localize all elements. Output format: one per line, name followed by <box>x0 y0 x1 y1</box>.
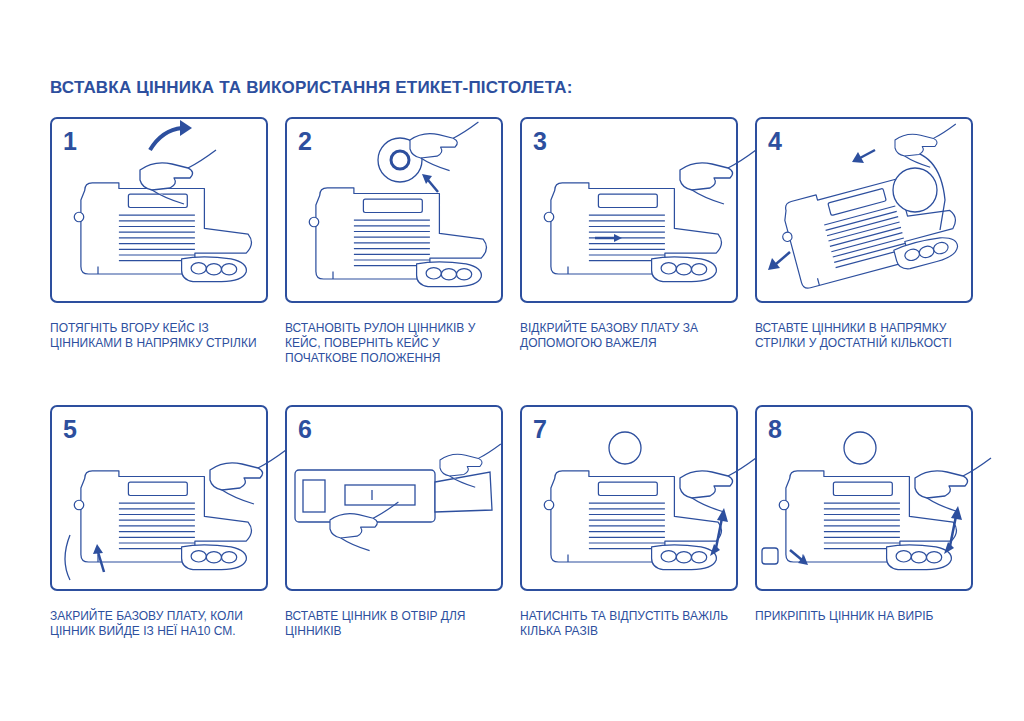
step-number: 8 <box>768 415 782 443</box>
label-gun <box>774 162 965 299</box>
label-roll <box>893 168 937 212</box>
label-strip <box>65 535 70 580</box>
arrow <box>950 516 956 546</box>
arrow <box>860 150 875 158</box>
arrow-head <box>180 120 192 136</box>
diagram-title: ВСТАВКА ЦІННИКА ТА ВИКОРИСТАННЯ ЕТИКЕТ-П… <box>50 78 1024 98</box>
arrow <box>716 518 722 548</box>
label-roll <box>609 432 641 464</box>
step-number: 4 <box>768 127 782 155</box>
step-panel: 8ПРИКРІПІТЬ ЦІННИК НА ВИРІБ <box>755 405 973 591</box>
arrow-head <box>614 234 622 242</box>
step-caption: ПРИКРІПІТЬ ЦІННИК НА ВИРІБ <box>755 609 983 624</box>
arrow-head <box>93 544 103 554</box>
arrow-head <box>717 508 728 522</box>
hand <box>330 502 398 551</box>
label-roll-core <box>391 151 409 169</box>
hand <box>440 444 501 487</box>
arrow <box>595 237 614 240</box>
arrow <box>428 180 438 192</box>
hand <box>680 458 756 512</box>
step-number: 7 <box>533 415 547 443</box>
arrow-head <box>944 542 954 554</box>
label-roll <box>844 432 876 464</box>
step-panel: 1ПОТЯГНІТЬ ВГОРУ КЕЙС ІЗ ЦІННИКАМИ В НАП… <box>50 117 268 303</box>
step-panel: 4ВСТАВТЕ ЦІННИКИ В НАПРЯМКУ СТРІЛКИ У ДО… <box>755 117 973 303</box>
product <box>762 548 778 564</box>
step-caption: ЗАКРИЙТЕ БАЗОВУ ПЛАТУ, КОЛИ ЦІННИК ВИЙДЕ… <box>50 609 278 639</box>
arrow <box>98 552 104 572</box>
step-panel: 3ВІДКРИЙТЕ БАЗОВУ ПЛАТУ ЗА ДОПОМОГОЮ ВАЖ… <box>520 117 738 303</box>
step-caption: ВІДКРИЙТЕ БАЗОВУ ПЛАТУ ЗА ДОПОМОГОЮ ВАЖЕ… <box>520 321 748 351</box>
hand <box>915 458 991 512</box>
step-caption: ПОТЯГНІТЬ ВГОРУ КЕЙС ІЗ ЦІННИКАМИ В НАПР… <box>50 321 278 351</box>
label-gun <box>74 183 251 282</box>
arrow <box>776 252 790 264</box>
arrow-head <box>852 152 864 163</box>
arrow-head <box>951 506 962 520</box>
step-panel: 7НАТИСНІТЬ ТА ВІДПУСТІТЬ ВАЖІЛЬ КІЛЬКА Р… <box>520 405 738 591</box>
arrow-head <box>768 258 780 270</box>
arrow-head <box>798 555 808 565</box>
label-strip <box>900 150 945 230</box>
step-number: 3 <box>533 127 547 155</box>
step-caption: ВСТАВТЕ ЦІННИК В ОТВІР ДЛЯ ЦІННИКІВ <box>285 609 513 639</box>
step-number: 2 <box>298 127 312 155</box>
step-panel: 5ЗАКРИЙТЕ БАЗОВУ ПЛАТУ, КОЛИ ЦІННИК ВИЙД… <box>50 405 268 591</box>
step-caption: ВСТАНОВІТЬ РУЛОН ЦІННИКІВ У КЕЙС, ПОВЕРН… <box>285 321 513 366</box>
step-number: 1 <box>63 127 77 155</box>
hand <box>410 122 478 171</box>
hand <box>680 150 756 204</box>
label-gun <box>309 188 486 287</box>
step-number: 6 <box>298 415 312 443</box>
label-gun-top-view <box>295 470 492 522</box>
step-caption: НАТИСНІТЬ ТА ВІДПУСТІТЬ ВАЖІЛЬ КІЛЬКА РА… <box>520 609 748 639</box>
arrow-head <box>422 174 432 184</box>
step-panel: 6ВСТАВТЕ ЦІННИК В ОТВІР ДЛЯ ЦІННИКІВ <box>285 405 503 591</box>
step-panel: 2ВСТАНОВІТЬ РУЛОН ЦІННИКІВ У КЕЙС, ПОВЕР… <box>285 117 503 303</box>
step-number: 5 <box>63 415 77 443</box>
hand <box>895 124 956 167</box>
hand <box>210 450 286 504</box>
label-gun <box>544 183 721 282</box>
arrow <box>790 550 802 560</box>
step-caption: ВСТАВТЕ ЦІННИКИ В НАПРЯМКУ СТРІЛКИ У ДОС… <box>755 321 983 351</box>
hand <box>140 150 216 204</box>
arrow-head <box>710 544 720 556</box>
arrow <box>150 128 182 150</box>
